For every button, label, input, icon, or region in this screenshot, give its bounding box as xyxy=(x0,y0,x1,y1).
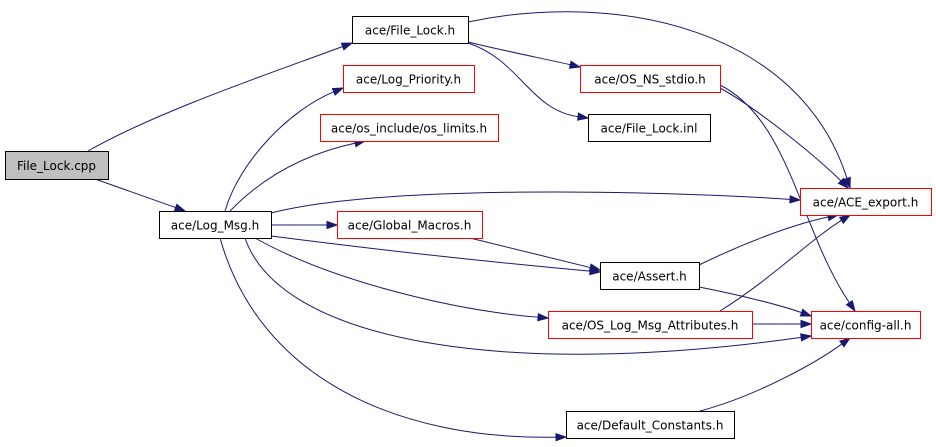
node-log-msg-h[interactable]: ace/Log_Msg.h xyxy=(159,211,272,239)
edge-log_msg_h-to-assert_h xyxy=(270,235,602,276)
edge-line xyxy=(244,237,802,355)
node-box[interactable] xyxy=(320,114,499,142)
node-box[interactable] xyxy=(159,211,272,239)
edge-os_log_msg_attr_h-to-config_all_h xyxy=(752,319,813,329)
node-label: ace/File_Lock.h xyxy=(365,24,455,38)
node-log-priority-h[interactable]: ace/Log_Priority.h xyxy=(343,65,475,93)
node-os-limits-h[interactable]: ace/os_include/os_limits.h xyxy=(320,114,499,142)
edge-line xyxy=(94,178,176,209)
node-box[interactable] xyxy=(811,311,921,339)
edge-arrowhead xyxy=(842,176,851,190)
edge-layer xyxy=(87,11,856,442)
edge-line xyxy=(229,142,356,212)
edge-assert_h-to-config_all_h xyxy=(698,286,813,317)
node-label: ace/Global_Macros.h xyxy=(348,219,472,233)
node-box[interactable] xyxy=(343,65,475,93)
edge-arrowhead xyxy=(340,42,354,51)
edge-log_msg_h-to-log_priority_h xyxy=(224,87,345,212)
node-box[interactable] xyxy=(5,151,109,180)
node-os-ns-stdio-h[interactable]: ace/OS_NS_stdio.h xyxy=(580,65,721,93)
node-box[interactable] xyxy=(588,114,711,142)
edge-line xyxy=(224,91,334,212)
node-ace-export-h[interactable]: ace/ACE_export.h xyxy=(800,188,932,216)
node-box[interactable] xyxy=(566,411,735,439)
node-label: ace/File_Lock.inl xyxy=(601,122,698,136)
edge-file_lock_h-to-ace_export_h xyxy=(467,11,851,190)
node-file-lock-inl[interactable]: ace/File_Lock.inl xyxy=(588,114,711,142)
edge-log_msg_h-to-config_all_h xyxy=(244,237,813,355)
edge-os_ns_stdio_h-to-config_all_h xyxy=(719,84,856,313)
edge-log_msg_h-to-default_constants_h xyxy=(219,237,568,442)
edge-file_lock_h-to-file_lock_inl xyxy=(467,42,590,121)
edge-arrowhead xyxy=(568,60,582,69)
node-layer: File_Lock.cpp ace/File_Lock.h ace/Log_Prio… xyxy=(5,16,932,439)
edge-arrowhead xyxy=(173,203,187,212)
edge-arrowhead xyxy=(800,319,813,329)
edge-file_lock_h-to-os_ns_stdio_h xyxy=(467,41,582,69)
node-box[interactable] xyxy=(548,311,753,339)
node-label: File_Lock.cpp xyxy=(17,159,96,173)
node-box[interactable] xyxy=(800,188,932,216)
edge-line xyxy=(719,87,842,182)
node-label: ace/Default_Constants.h xyxy=(577,419,724,433)
node-label: ace/Log_Msg.h xyxy=(171,219,259,233)
edge-arrowhead xyxy=(331,87,345,96)
edge-global_macros_h-to-assert_h xyxy=(469,237,602,272)
node-label: ace/Log_Priority.h xyxy=(356,73,461,87)
edge-line xyxy=(467,11,848,179)
node-label: ace/ACE_export.h xyxy=(813,196,919,210)
edge-arrowhead xyxy=(789,195,802,204)
edge-arrowhead xyxy=(838,214,852,225)
edge-line xyxy=(219,237,557,438)
edge-arrowhead xyxy=(555,432,568,442)
edge-line xyxy=(254,237,539,318)
edge-arrowhead xyxy=(577,112,590,121)
edge-os_ns_stdio_h-to-ace_export_h xyxy=(719,87,850,190)
node-label: ace/config-all.h xyxy=(820,319,912,333)
edge-log_msg_h-to-os_log_msg_attr_h xyxy=(254,237,550,322)
edge-arrowhead xyxy=(839,337,852,348)
edge-default_constants_h-to-config_all_h xyxy=(699,337,852,412)
edge-line xyxy=(698,286,802,314)
node-box[interactable] xyxy=(352,16,469,44)
edge-log_msg_h-to-global_macros_h xyxy=(270,220,339,230)
node-label: ace/os_include/os_limits.h xyxy=(331,122,487,136)
edge-line xyxy=(698,216,829,266)
node-os-log-msg-attr-h[interactable]: ace/OS_Log_Msg_Attributes.h xyxy=(548,311,753,339)
edge-line xyxy=(467,42,579,118)
edge-line xyxy=(469,237,591,269)
node-assert-h[interactable]: ace/Assert.h xyxy=(600,262,700,290)
edge-line xyxy=(719,219,842,312)
edge-line xyxy=(719,84,850,304)
edge-line xyxy=(270,191,791,214)
node-label: ace/OS_NS_stdio.h xyxy=(594,73,706,87)
edge-arrowhead xyxy=(845,299,856,313)
node-default-constants-h[interactable]: ace/Default_Constants.h xyxy=(566,411,735,439)
node-box[interactable] xyxy=(337,211,483,239)
node-file-lock-h[interactable]: ace/File_Lock.h xyxy=(352,16,469,44)
node-config-all-h[interactable]: ace/config-all.h xyxy=(811,311,921,339)
node-label: ace/OS_Log_Msg_Attributes.h xyxy=(562,319,739,333)
node-global-macros-h[interactable]: ace/Global_Macros.h xyxy=(337,211,483,239)
edge-arrowhead xyxy=(800,333,813,342)
node-file-lock-cpp[interactable]: File_Lock.cpp xyxy=(5,151,109,180)
edge-arrowhead xyxy=(837,177,850,190)
edge-arrowhead xyxy=(326,220,339,230)
edge-os_log_msg_attr_h-to-ace_export_h xyxy=(719,214,852,312)
edge-line xyxy=(699,343,843,412)
node-label: ace/Assert.h xyxy=(612,270,687,284)
edge-arrowhead xyxy=(588,263,602,272)
edge-arrowhead xyxy=(537,312,550,322)
edge-line xyxy=(270,235,591,272)
node-box[interactable] xyxy=(580,65,721,93)
edge-file_lock_cpp-to-file_lock_h xyxy=(87,42,354,152)
edge-log_msg_h-to-ace_export_h xyxy=(270,191,802,214)
edge-arrowhead xyxy=(799,308,813,317)
edge-file_lock_cpp-to-log_msg_h xyxy=(94,178,187,212)
edge-line xyxy=(87,46,343,152)
node-box[interactable] xyxy=(600,262,700,290)
edge-line xyxy=(467,41,571,66)
